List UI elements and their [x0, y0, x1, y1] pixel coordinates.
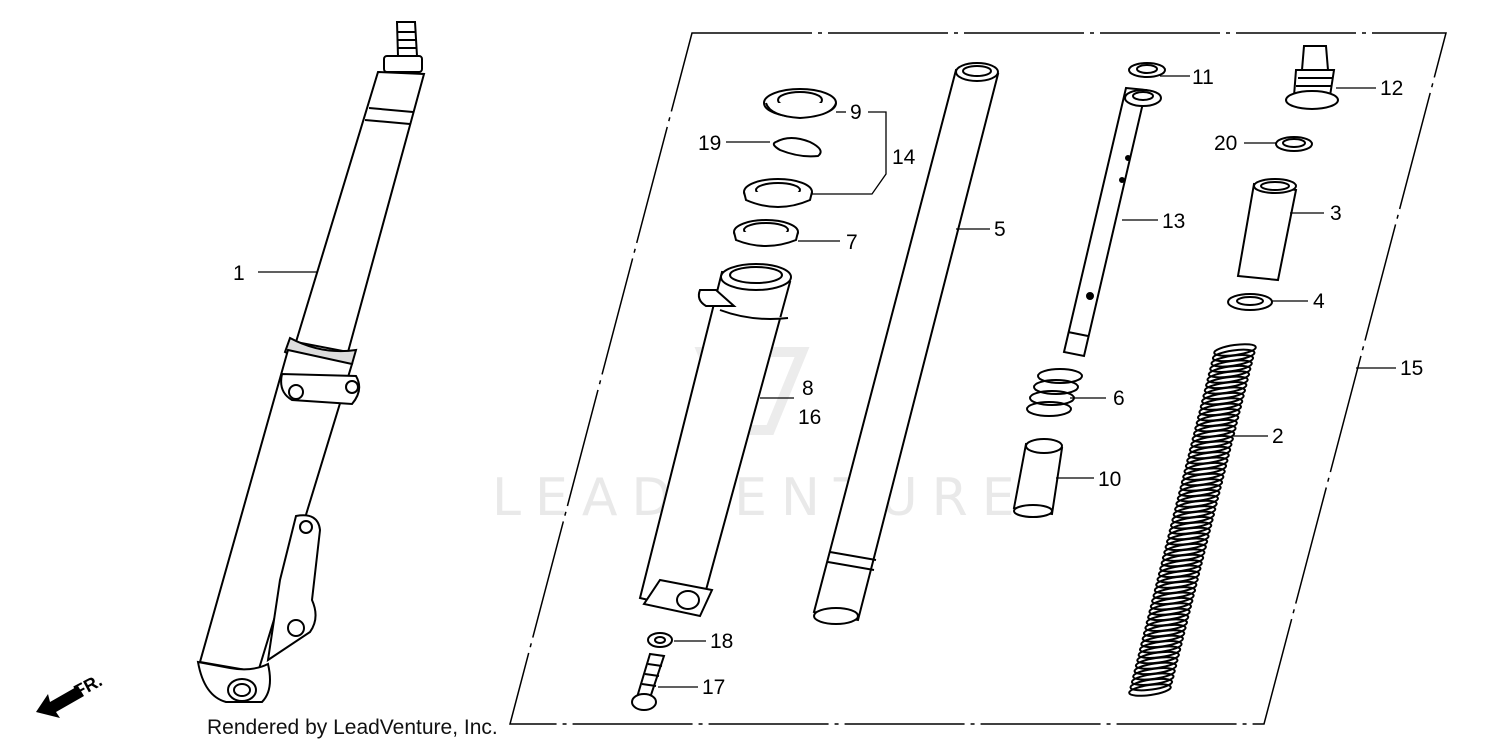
callout-10: 10: [1098, 468, 1121, 491]
backup-ring: [733, 219, 799, 247]
damper-rod: [1062, 86, 1162, 358]
callout-16: 16: [798, 406, 821, 429]
callout-8: 8: [802, 377, 814, 400]
dust-seal: [763, 88, 837, 120]
leader-lines: [258, 75, 1396, 688]
drain-washer: [647, 632, 673, 648]
callout-9: 9: [850, 101, 862, 124]
inner-tube: [812, 62, 1000, 625]
callout-4: 4: [1313, 290, 1325, 313]
callout-19: 19: [698, 132, 721, 155]
footer-credit: Rendered by LeadVenture, Inc.: [207, 716, 498, 739]
watermark-text: LEADVENTURE: [492, 468, 1029, 528]
callout-15: 15: [1400, 357, 1423, 380]
spacer-pipe: [1236, 178, 1298, 282]
oil-lock-piece: [1012, 438, 1064, 518]
oil-seal: [743, 178, 813, 208]
callout-13: 13: [1162, 210, 1185, 233]
callout-14: 14: [892, 146, 916, 169]
fork-assembly: [196, 21, 426, 703]
callout-18: 18: [710, 630, 733, 653]
callout-2: 2: [1272, 425, 1284, 448]
fork-slider: [638, 263, 792, 618]
circlip: [772, 137, 822, 158]
callout-17: 17: [702, 676, 725, 699]
callout-7: 7: [846, 231, 858, 254]
fork-spring: [1128, 343, 1257, 697]
callout-11: 11: [1192, 66, 1214, 89]
rebound-spring: [1026, 368, 1083, 417]
spring-seat-washer: [1227, 293, 1273, 311]
piston-ring: [1128, 62, 1166, 78]
callout-5: 5: [994, 218, 1006, 241]
fork-bolt: [1285, 45, 1339, 110]
callout-3: 3: [1330, 202, 1342, 225]
front-direction-arrow-icon: [36, 686, 84, 718]
o-ring: [1275, 136, 1313, 152]
callout-6: 6: [1113, 387, 1125, 410]
socket-bolt: [631, 652, 666, 711]
spring-coil: [1128, 683, 1172, 697]
kit-boundary: [509, 32, 1447, 725]
callout-20: 20: [1214, 132, 1237, 155]
callout-1: 1: [233, 262, 245, 285]
spring-coil: [1129, 677, 1174, 692]
callout-12: 12: [1380, 77, 1403, 100]
